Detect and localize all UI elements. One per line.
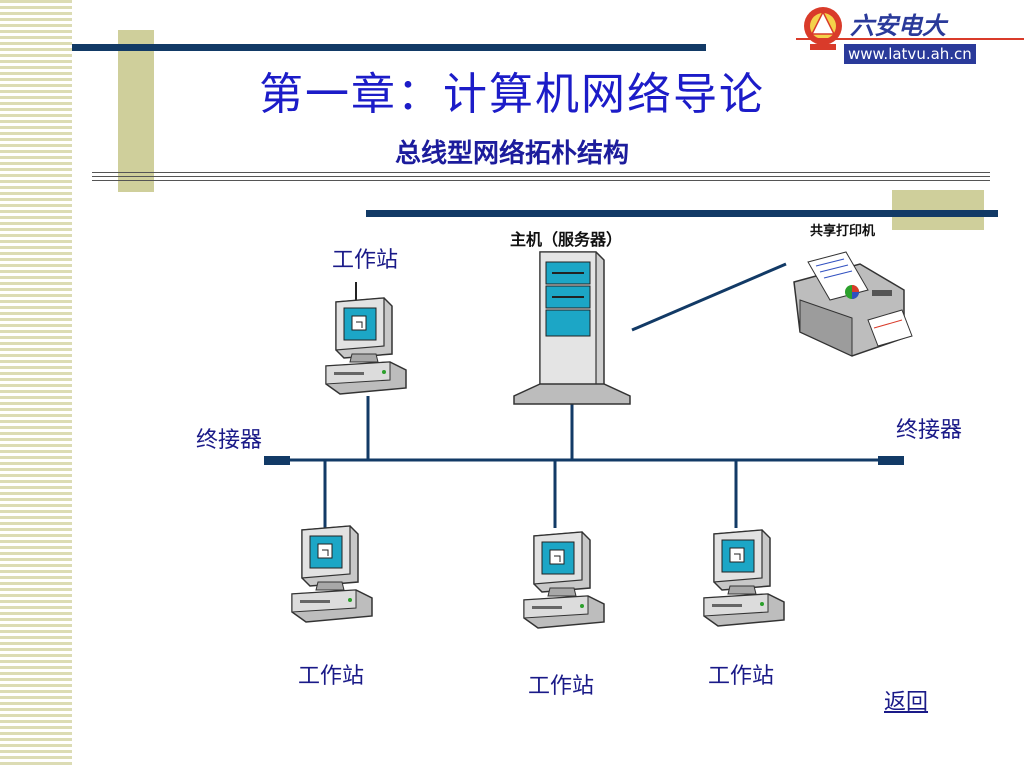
title-rule-1 [92,172,990,173]
terminator-left-label: 终接器 [196,428,263,453]
workstation-bottom-3-icon [703,529,785,627]
olive-block-left [118,30,154,192]
server-icon [513,251,631,405]
page-subtitle: 总线型网络拓朴结构 [394,139,629,169]
left-stripe-decoration [0,0,72,768]
workstation-bottom-1-label: 工作站 [298,664,365,689]
printer-label: 共享打印机 [810,224,876,239]
logo-url: www.latvu.ah.cn [844,44,976,64]
terminator-right-icon [878,456,904,465]
printer-icon [793,251,913,357]
title-rule-3 [92,180,990,181]
mid-navy-bar [366,210,998,217]
workstation-bottom-3-label: 工作站 [708,664,775,689]
workstation-top-icon [325,297,407,395]
page-title: 第一章：计算机网络导论 [259,69,765,120]
server-label: 主机（服务器） [510,230,623,249]
workstation-bottom-2-label: 工作站 [528,674,595,699]
workstation-bottom-2-icon [523,531,605,629]
printer-link-line [631,262,787,332]
back-link[interactable]: 返回 [884,690,929,715]
terminator-left-icon [264,456,290,465]
logo-name: 六安电大 [850,11,946,40]
title-rule-2 [92,176,990,177]
logo-rule [796,38,1024,40]
workstation-top-label: 工作站 [332,248,399,273]
top-navy-bar [72,44,706,51]
workstation-bottom-1-icon [291,525,373,623]
terminator-right-label: 终接器 [896,418,963,443]
logo-emblem-icon [804,7,842,50]
